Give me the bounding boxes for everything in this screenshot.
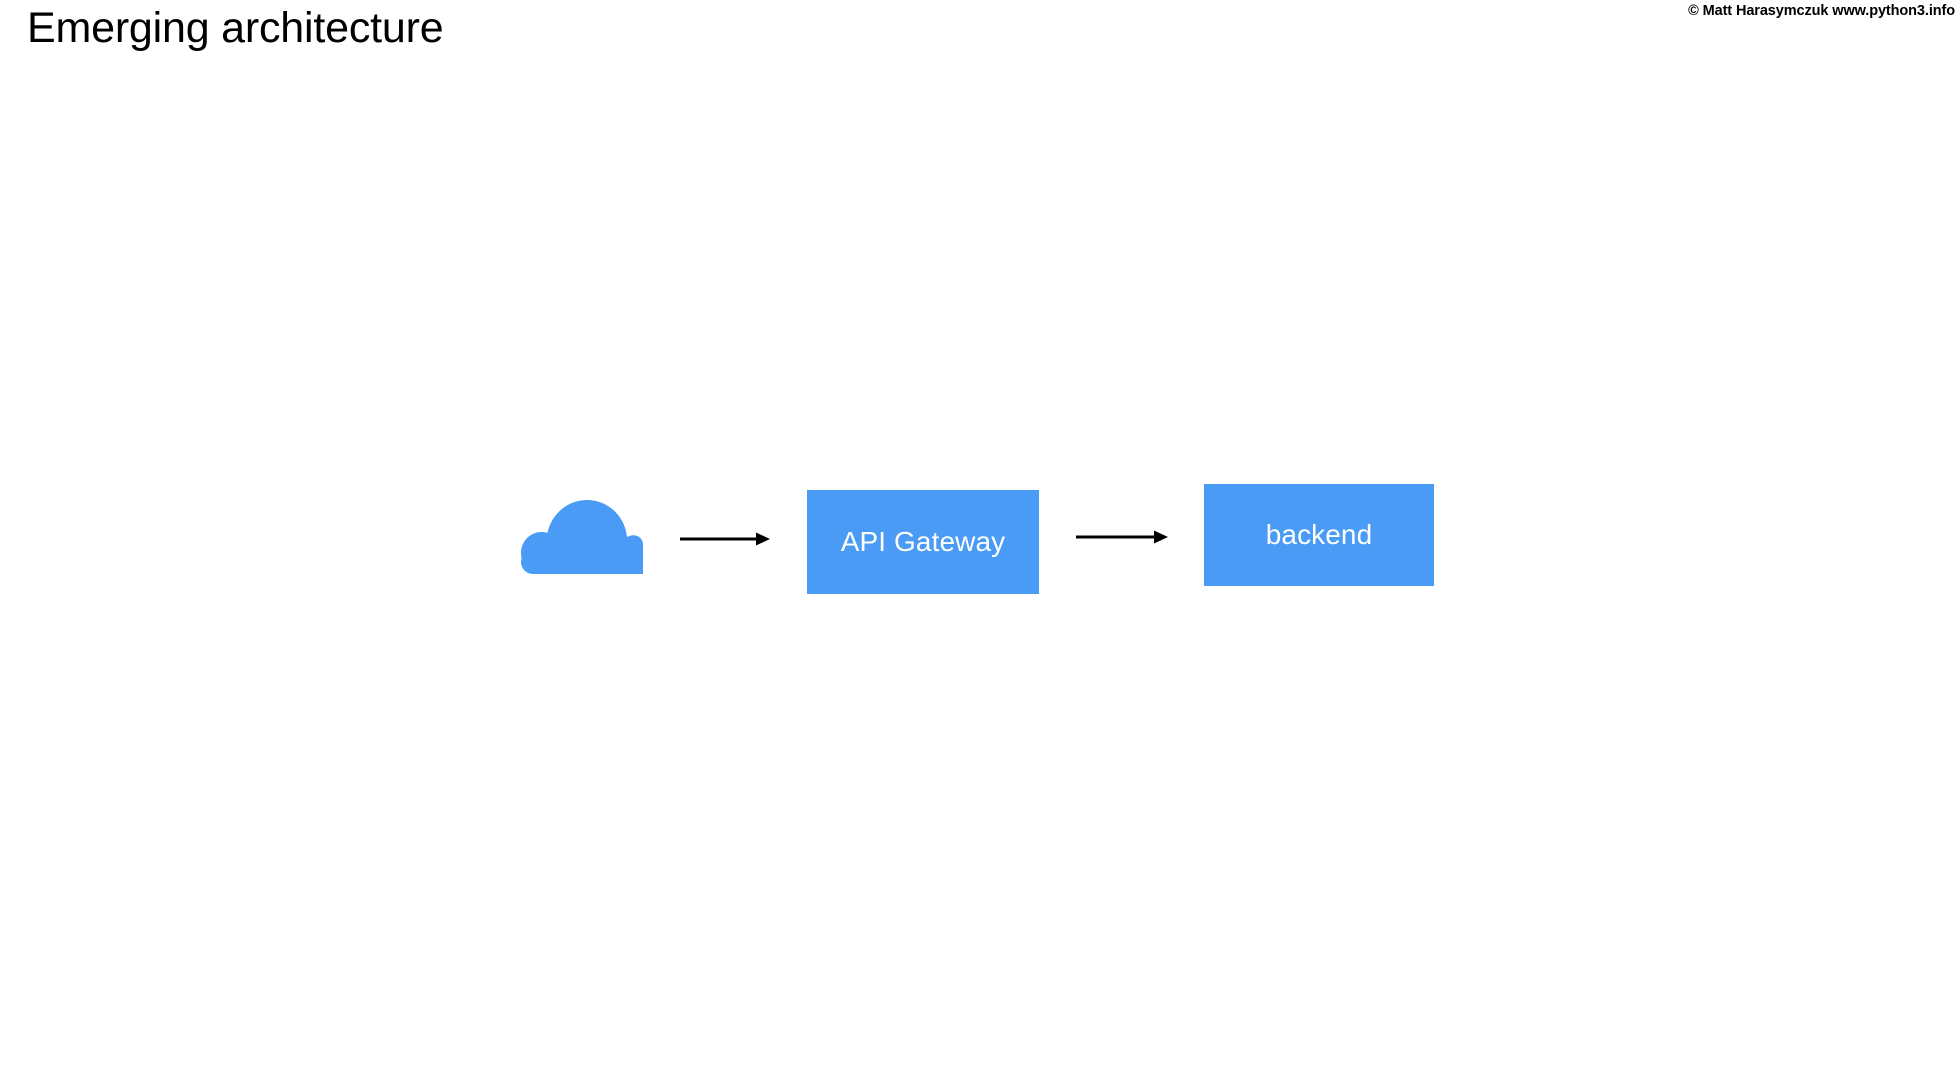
arrow-api-gateway-to-backend [1076,525,1168,549]
cloud-icon [521,500,643,574]
diagram-node-backend-label: backend [1265,519,1373,550]
copyright-notice: © Matt Harasymczuk www.python3.info [1688,3,1955,19]
arrow-cloud-to-api-gateway [680,527,770,551]
page-title: Emerging architecture [27,4,444,52]
diagram-node-api-gateway[interactable]: API Gateway [807,490,1039,594]
diagram-node-cloud[interactable] [521,500,643,574]
diagram-node-backend[interactable]: backend [1204,484,1434,586]
diagram-node-api-gateway-label: API Gateway [840,526,1006,557]
